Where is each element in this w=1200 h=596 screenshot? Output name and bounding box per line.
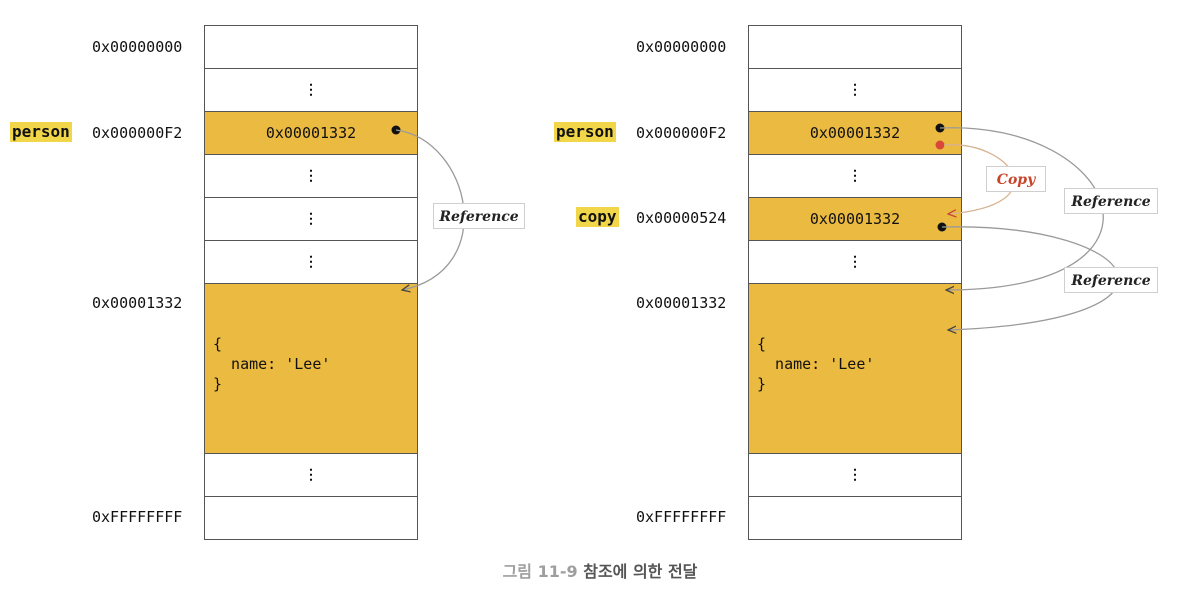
right-address-object: 0x00001332 (636, 294, 727, 312)
left-address-object: 0x00001332 (92, 294, 183, 312)
right-address-first: 0x00000000 (636, 38, 727, 56)
figure-caption: 그림 11-9 참조에 의한 전달 (0, 558, 1200, 582)
left-variable-person: person (10, 122, 72, 142)
ellipsis-icon: ⋮ (304, 254, 318, 270)
right-cell-gap: ⋮ (748, 453, 962, 497)
right-reference-label-1: Reference (1064, 188, 1158, 214)
left-cell-gap: ⋮ (204, 453, 418, 497)
right-cell-object: { name: 'Lee' } (748, 283, 962, 454)
left-cell-first (204, 25, 418, 69)
figure-number: 그림 11-9 (502, 562, 578, 581)
right-copy-label: Copy (986, 166, 1046, 192)
right-address-copy: 0x00000524 (636, 209, 727, 227)
left-address-last: 0xFFFFFFFF (92, 508, 183, 526)
left-reference-label: Reference (433, 203, 525, 229)
left-address-person: 0x000000F2 (92, 124, 183, 142)
ellipsis-icon: ⋮ (304, 82, 318, 98)
ellipsis-icon: ⋮ (304, 168, 318, 184)
left-person-value: 0x00001332 (265, 124, 357, 142)
ellipsis-icon: ⋮ (848, 467, 862, 483)
ellipsis-icon: ⋮ (304, 467, 318, 483)
right-variable-person: person (554, 122, 616, 142)
right-cell-gap: ⋮ (748, 68, 962, 112)
figure-title: 참조에 의한 전달 (583, 562, 698, 581)
left-object-literal: { name: 'Lee' } (213, 335, 331, 393)
right-cell-last (748, 496, 962, 540)
right-cell-first (748, 25, 962, 69)
right-copy-value: 0x00001332 (809, 210, 901, 228)
right-cell-person: 0x00001332 (748, 111, 962, 155)
right-address-last: 0xFFFFFFFF (636, 508, 727, 526)
left-cell-person: 0x00001332 (204, 111, 418, 155)
right-cell-gap: ⋮ (748, 240, 962, 284)
right-object-literal: { name: 'Lee' } (757, 335, 875, 393)
left-cell-gap: ⋮ (204, 197, 418, 241)
left-cell-gap: ⋮ (204, 68, 418, 112)
left-cell-last (204, 496, 418, 540)
left-address-first: 0x00000000 (92, 38, 183, 56)
ellipsis-icon: ⋮ (848, 82, 862, 98)
right-cell-gap: ⋮ (748, 154, 962, 198)
right-person-value: 0x00001332 (809, 124, 901, 142)
right-variable-copy: copy (576, 207, 619, 227)
left-cell-gap: ⋮ (204, 240, 418, 284)
ellipsis-icon: ⋮ (848, 168, 862, 184)
right-reference-label-2: Reference (1064, 267, 1158, 293)
left-cell-object: { name: 'Lee' } (204, 283, 418, 454)
ellipsis-icon: ⋮ (304, 211, 318, 227)
ellipsis-icon: ⋮ (848, 254, 862, 270)
right-cell-copy: 0x00001332 (748, 197, 962, 241)
right-address-person: 0x000000F2 (636, 124, 727, 142)
left-cell-gap: ⋮ (204, 154, 418, 198)
